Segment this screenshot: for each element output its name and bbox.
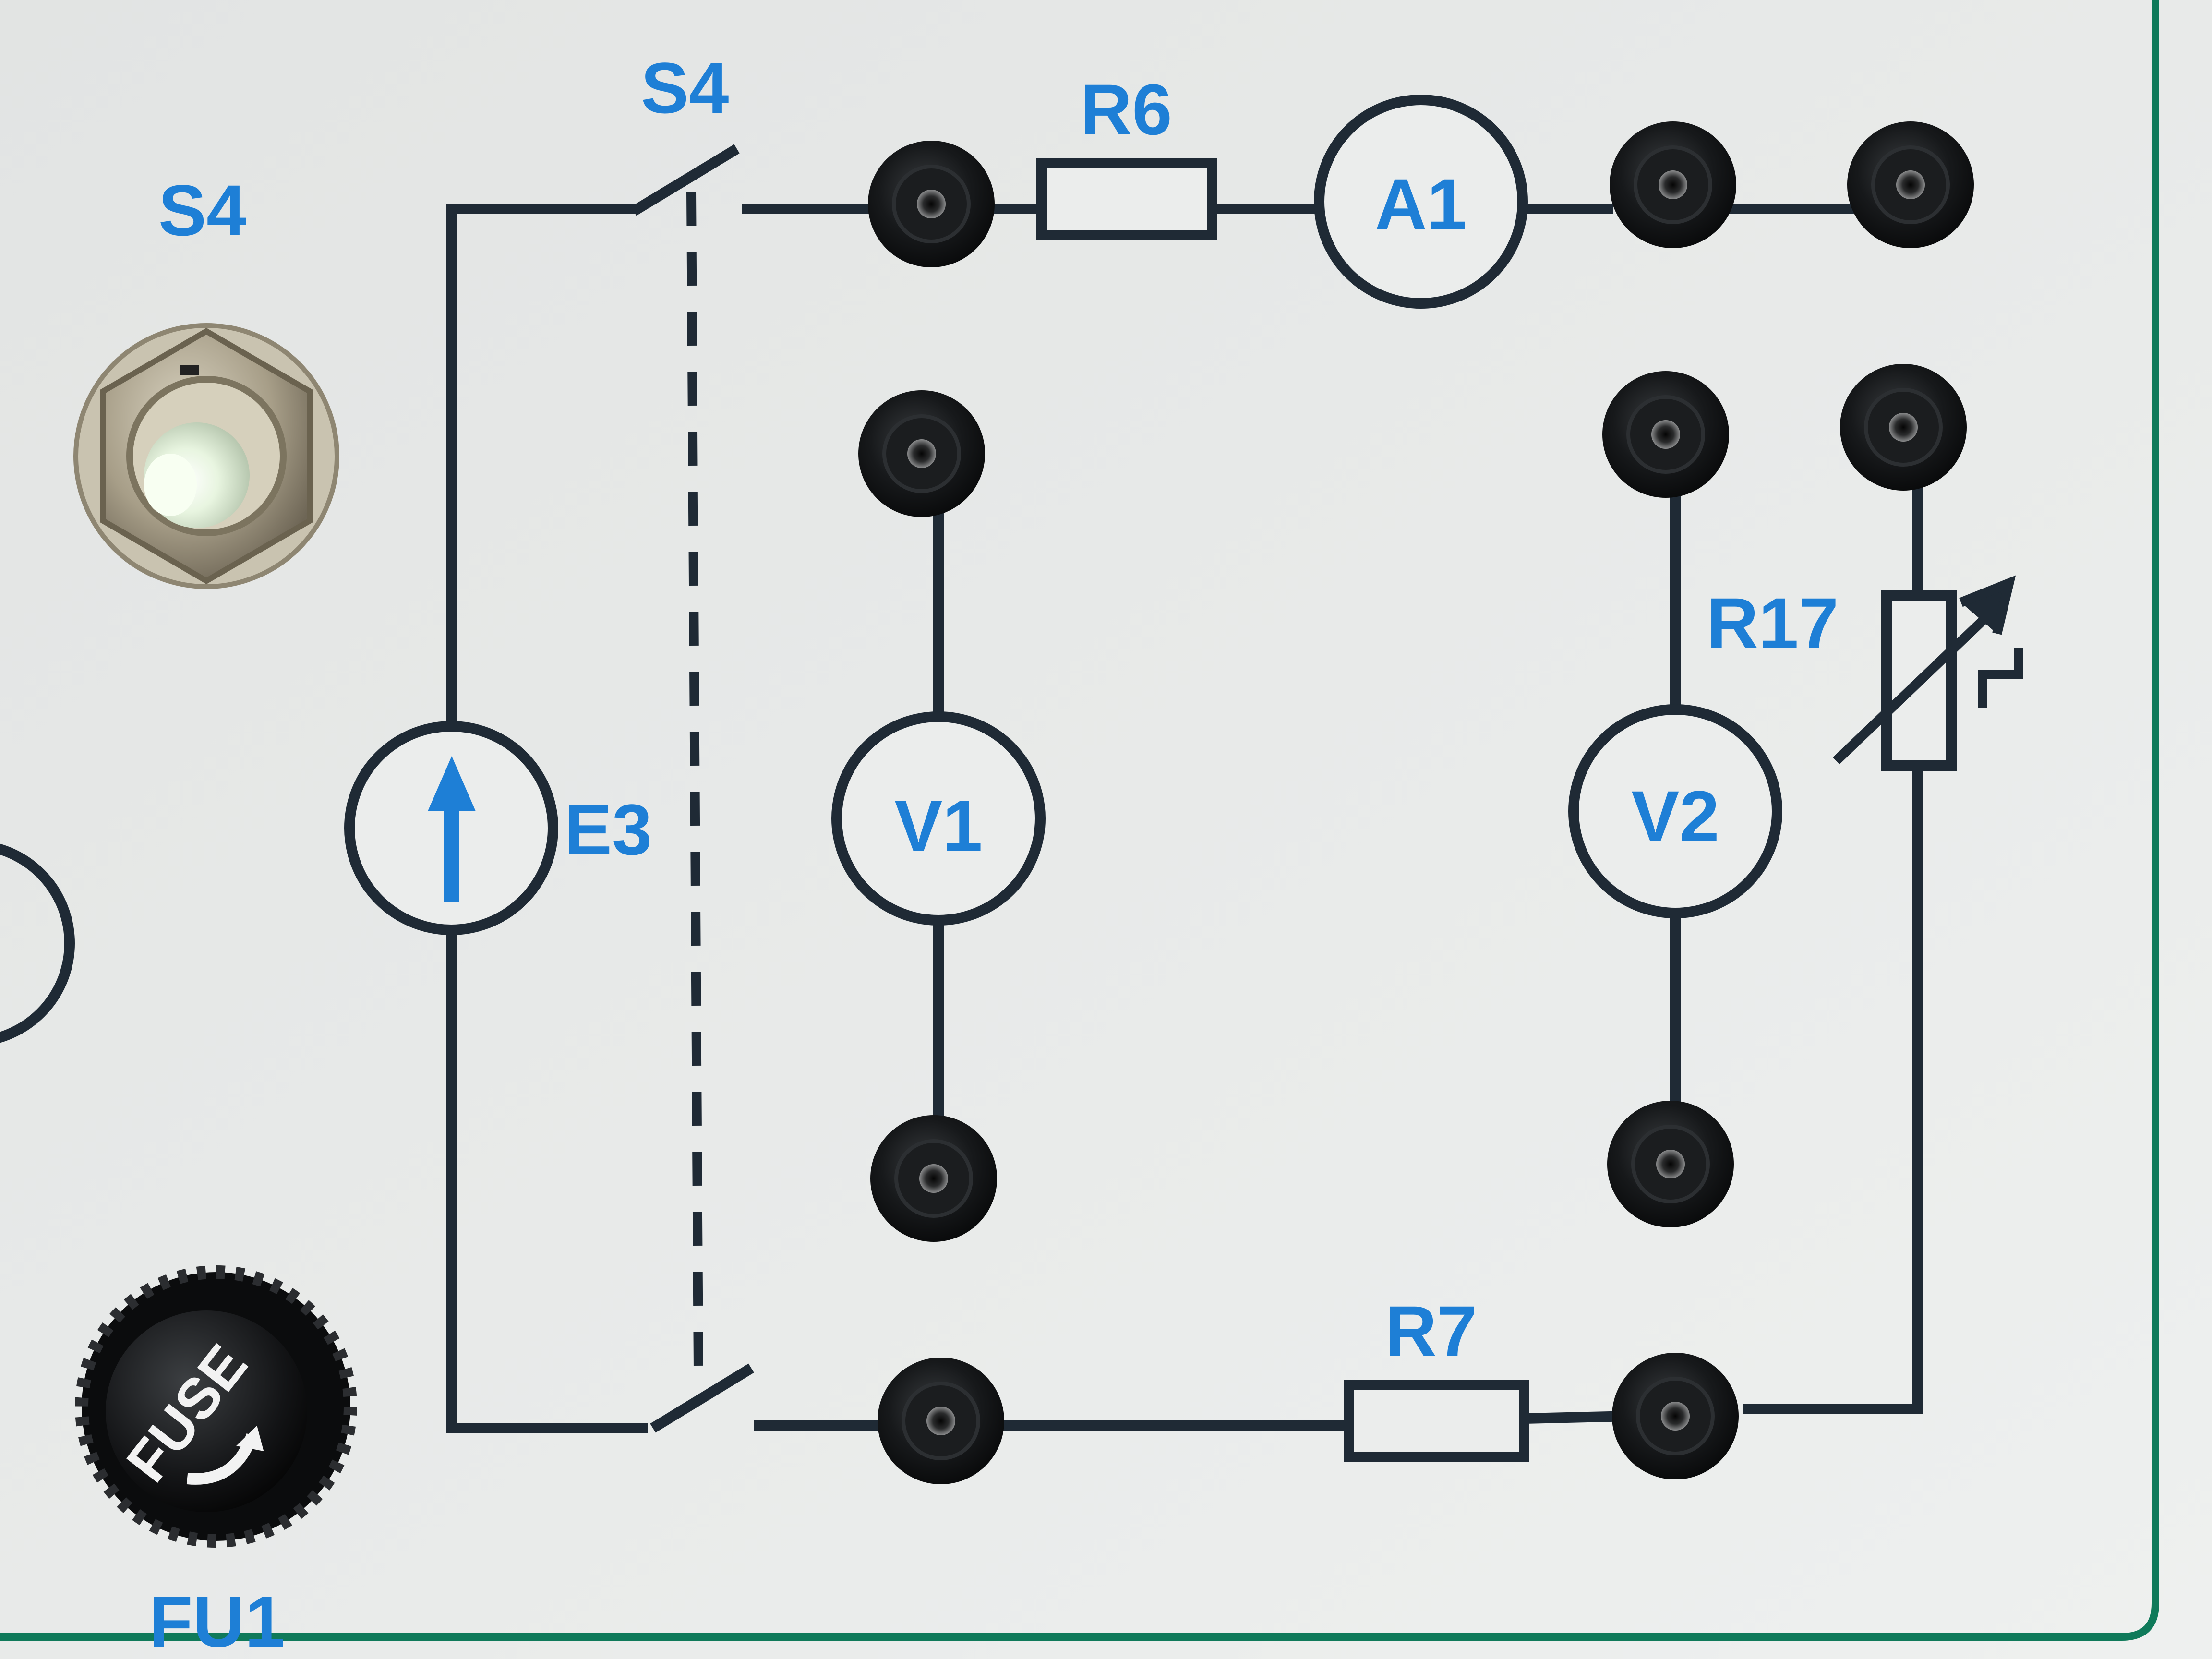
banana-sockets: [858, 121, 1974, 1484]
fuse-holder-icon[interactable]: FUSE: [75, 1265, 357, 1548]
partial-meter-edge: [0, 843, 75, 1043]
rheostat-r17: [1833, 575, 2023, 771]
resistor-r6-label: R6: [1080, 69, 1172, 150]
source-label: E3: [564, 789, 652, 870]
banana-socket-icon[interactable]: [858, 390, 985, 517]
circuit-wires: [446, 144, 1923, 1433]
voltage-source-e3: [344, 721, 558, 935]
voltmeter-1-label: V1: [894, 785, 982, 866]
resistor-r7: [1344, 1380, 1529, 1462]
rheostat-label: R17: [1707, 583, 1839, 663]
panel-border: [0, 0, 2159, 1641]
voltmeter-2-label: V2: [1631, 776, 1719, 856]
switch-label-top: S4: [641, 48, 729, 128]
resistor-r7-label: R7: [1385, 1291, 1477, 1371]
banana-socket-icon[interactable]: [1840, 364, 1967, 491]
switch-coupling-dashed: [686, 192, 703, 1373]
arrow-up-icon: [428, 756, 476, 902]
adjustable-arrow-icon: [1833, 575, 2023, 765]
banana-socket-icon[interactable]: [878, 1358, 1004, 1484]
indicator-lamp-icon[interactable]: [73, 323, 339, 589]
banana-socket-icon[interactable]: [1612, 1353, 1739, 1479]
voltmeter-v1: V1: [831, 711, 1046, 926]
banana-socket-icon[interactable]: [870, 1115, 997, 1242]
fuse-holder-label: FU1: [149, 1581, 285, 1659]
resistor-r6: [1036, 158, 1217, 240]
banana-socket-icon[interactable]: [868, 141, 995, 267]
voltmeter-v2: V2: [1568, 704, 1782, 918]
switch-label-left: S4: [158, 170, 246, 251]
ammeter-label: A1: [1375, 164, 1467, 244]
banana-socket-icon[interactable]: [1607, 1101, 1734, 1227]
ammeter-a1: A1: [1314, 95, 1528, 309]
banana-socket-icon[interactable]: [1602, 371, 1729, 498]
banana-socket-icon[interactable]: [1847, 121, 1974, 248]
banana-socket-icon[interactable]: [1610, 121, 1736, 248]
